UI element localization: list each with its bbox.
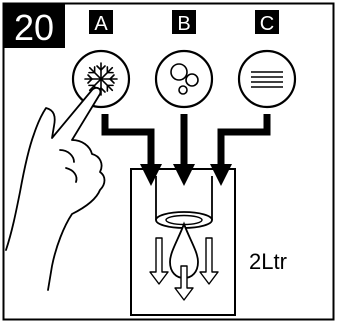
arrow-from-a — [101, 114, 155, 168]
bubbles-icon — [170, 63, 199, 95]
arrow-from-c — [217, 114, 271, 168]
step-badge-bg — [3, 3, 65, 48]
option-c-button[interactable] — [237, 49, 297, 109]
option-b-button[interactable] — [154, 49, 214, 109]
volume-label: 2Ltr — [249, 249, 287, 274]
option-label-c: C — [255, 10, 279, 35]
arrow-head-c — [210, 164, 232, 186]
option-a-button[interactable] — [71, 49, 131, 109]
step-number: 20 — [14, 7, 54, 48]
snowflake-icon — [84, 62, 118, 96]
down-arrow-center — [174, 265, 194, 301]
option-label-b: B — [172, 10, 196, 35]
step-badge: 20 — [3, 3, 65, 48]
option-letter-b: B — [177, 13, 190, 35]
down-arrow-icons — [149, 237, 219, 301]
flow-arrows — [101, 114, 271, 168]
option-letter-a: A — [94, 13, 108, 35]
hand-pointer-icon — [5, 87, 106, 291]
down-arrow-right — [199, 237, 219, 285]
diagram-frame — [2, 2, 335, 321]
option-label-a: A — [89, 10, 113, 35]
arrow-head-b — [173, 164, 195, 186]
option-letter-c: C — [260, 13, 274, 35]
flat-water-lines-icon — [251, 71, 283, 88]
down-arrow-left — [149, 237, 169, 285]
arrow-heads — [140, 164, 232, 186]
arrow-head-a — [140, 164, 162, 186]
